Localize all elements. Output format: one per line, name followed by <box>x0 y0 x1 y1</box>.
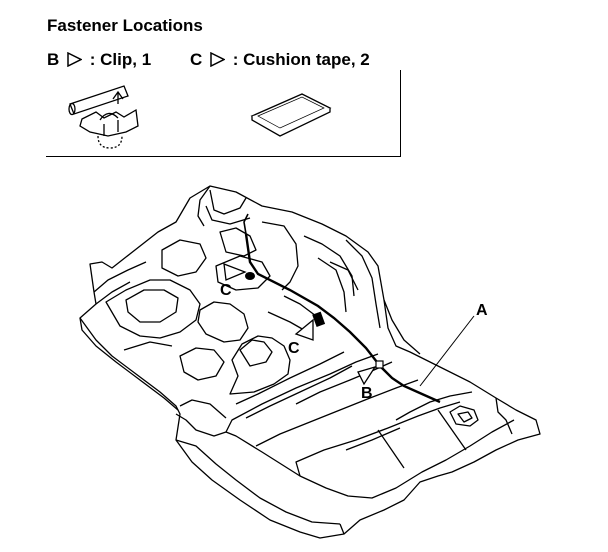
callout-b: B <box>361 385 373 402</box>
floor-pan <box>79 185 541 539</box>
callout-a: A <box>476 302 488 319</box>
cushion-tape-icon <box>250 93 332 137</box>
legend-tape-qty: 2 <box>360 50 370 69</box>
diagram-title: Fastener Locations <box>47 16 203 35</box>
legend-clip: B : Clip, 1 <box>47 50 152 69</box>
cushion-tape-marker <box>312 311 326 327</box>
legend-tape-name: Cushion tape <box>243 50 351 69</box>
wire-harness-a <box>243 213 475 404</box>
legend-cushion-tape: C : Cushion tape, 2 <box>190 50 370 69</box>
callout-c-upper: C <box>220 282 232 299</box>
legend-clip-qty: 1 <box>141 50 152 69</box>
triangle-pointer-icon <box>210 52 226 67</box>
clip-icon <box>68 85 139 149</box>
clip-marker <box>375 360 384 369</box>
triangle-pointer-icon <box>67 52 83 67</box>
callout-c-lower: C <box>288 340 300 357</box>
legend-clip-name: Clip <box>100 50 133 69</box>
triangle-pointer-icon <box>223 263 377 386</box>
legend-clip-letter: B <box>47 50 60 69</box>
cushion-tape-marker <box>245 272 255 280</box>
legend-box <box>46 70 401 157</box>
legend-tape-letter: C <box>190 50 203 69</box>
